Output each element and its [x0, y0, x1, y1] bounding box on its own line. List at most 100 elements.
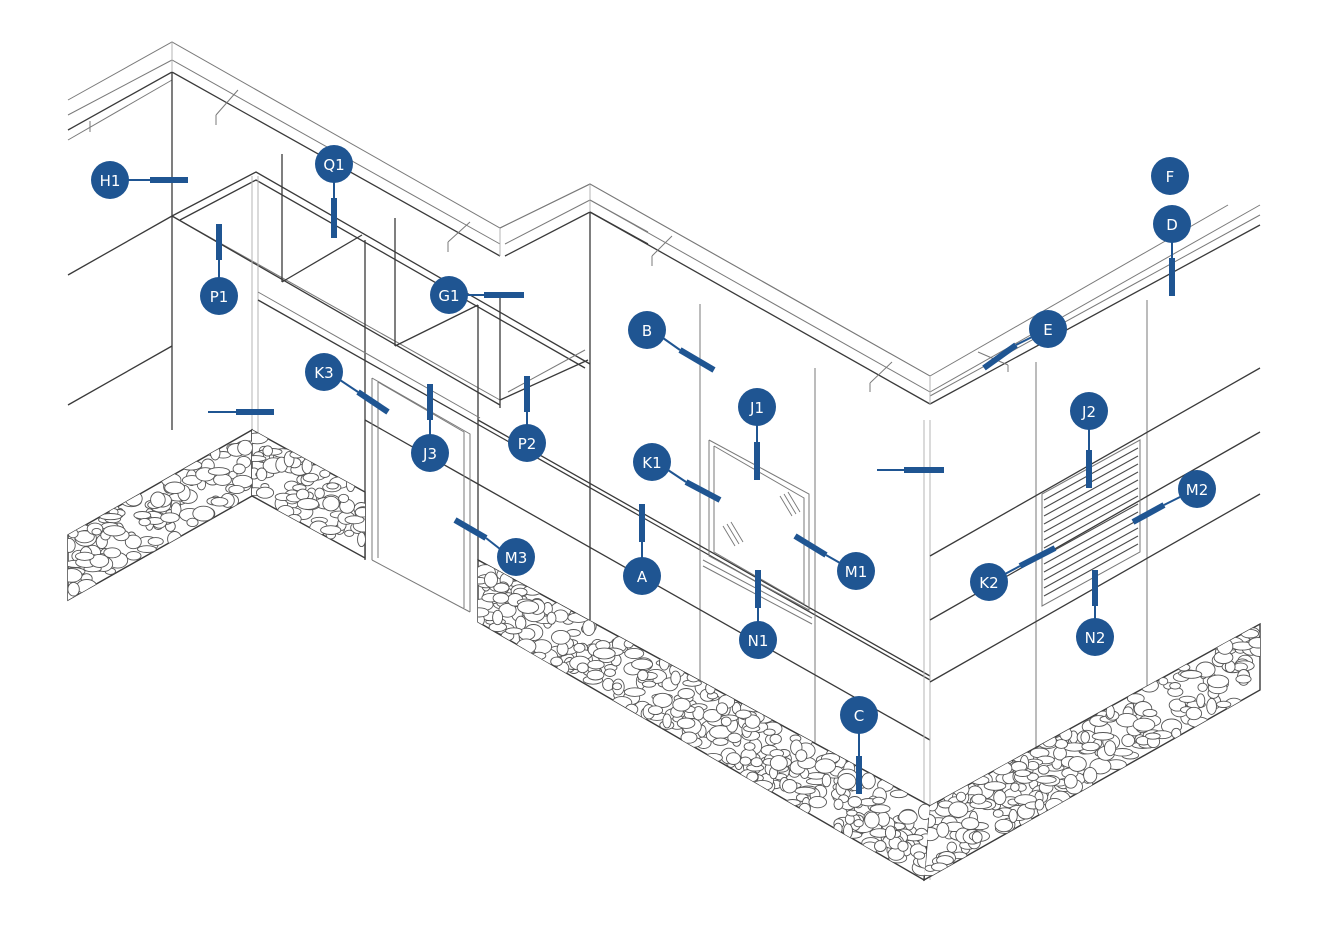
- stone: [1196, 693, 1206, 708]
- stone: [992, 809, 1004, 818]
- callout-badge[interactable]: [738, 388, 776, 426]
- stone: [326, 482, 339, 490]
- callout-badge[interactable]: [508, 424, 546, 462]
- callout-m3[interactable]: M3: [453, 517, 535, 576]
- stone: [1037, 764, 1050, 775]
- callout-g1[interactable]: G1: [430, 276, 524, 314]
- stone: [726, 752, 741, 765]
- callout-k2[interactable]: K2: [970, 545, 1057, 601]
- stone: [1178, 695, 1196, 703]
- callout-label: J3: [422, 445, 437, 463]
- callout-q1[interactable]: Q1: [315, 145, 353, 238]
- callout-badge[interactable]: [840, 696, 878, 734]
- callout-d[interactable]: D: [1153, 205, 1191, 296]
- callout-j2[interactable]: J2: [1070, 392, 1108, 488]
- callout-label: P1: [210, 288, 229, 306]
- stone: [314, 487, 325, 499]
- callout-badge[interactable]: [739, 621, 777, 659]
- callout-h1[interactable]: H1: [91, 161, 188, 199]
- stone: [1206, 697, 1217, 715]
- stone: [1180, 670, 1203, 679]
- stone: [1068, 756, 1087, 772]
- callout-badge[interactable]: [497, 538, 535, 576]
- stone: [319, 469, 331, 478]
- stone: [232, 463, 246, 475]
- callout-badge[interactable]: [633, 443, 671, 481]
- callout-badge[interactable]: [1178, 470, 1216, 508]
- stone: [76, 579, 98, 595]
- callout-leader-line: [1004, 565, 1021, 575]
- callout-badge[interactable]: [970, 563, 1008, 601]
- stone: [1235, 674, 1252, 684]
- callout-badge[interactable]: [1151, 157, 1189, 195]
- stone: [1054, 739, 1069, 749]
- callout-j3[interactable]: J3: [411, 384, 449, 472]
- callout-f[interactable]: F: [1151, 157, 1189, 195]
- callout-badge[interactable]: [1076, 618, 1114, 656]
- stone: [763, 728, 776, 736]
- callout-e[interactable]: E: [982, 310, 1067, 371]
- callout-badge[interactable]: [411, 434, 449, 472]
- stone: [1080, 731, 1090, 744]
- callout-a[interactable]: A: [623, 504, 661, 595]
- callout-p2[interactable]: P2: [508, 376, 546, 462]
- stone: [624, 703, 639, 716]
- callout-b[interactable]: B: [628, 311, 716, 373]
- stone: [1105, 704, 1115, 719]
- callout-k3[interactable]: K3: [305, 353, 390, 415]
- callout-leader-line: [485, 537, 501, 550]
- stone: [68, 537, 76, 553]
- stone: [983, 781, 1007, 791]
- stone: [702, 709, 722, 723]
- stone: [91, 527, 102, 536]
- stone: [918, 803, 930, 821]
- callout-badge[interactable]: [315, 145, 353, 183]
- stone: [592, 647, 616, 660]
- stone: [652, 692, 673, 708]
- stone: [89, 553, 110, 568]
- callout-leader-line: [1015, 336, 1033, 346]
- left-parapet: [67, 41, 1261, 405]
- callout-badge[interactable]: [628, 311, 666, 349]
- stone: [680, 731, 698, 744]
- stone: [164, 481, 186, 495]
- callout-j1[interactable]: J1: [738, 388, 776, 480]
- callout-badge[interactable]: [430, 276, 468, 314]
- callout-badge[interactable]: [91, 161, 129, 199]
- callout-n1[interactable]: N1: [739, 570, 777, 659]
- callout-badge[interactable]: [305, 353, 343, 391]
- stone: [641, 680, 657, 688]
- callout-m1[interactable]: M1: [793, 533, 875, 590]
- stone: [1008, 808, 1018, 823]
- stone: [1158, 677, 1169, 686]
- stone: [357, 531, 365, 548]
- stone: [492, 592, 510, 604]
- callout-c[interactable]: C: [840, 696, 878, 794]
- callout-label: N1: [748, 632, 769, 650]
- callout-n2[interactable]: N2: [1076, 570, 1114, 656]
- stone: [1059, 727, 1073, 741]
- stone: [68, 581, 80, 597]
- stone: [1169, 682, 1181, 690]
- callout-badge[interactable]: [200, 277, 238, 315]
- stone: [213, 473, 232, 486]
- stone: [889, 789, 908, 799]
- stone: [993, 789, 1007, 806]
- callout-p1[interactable]: P1: [200, 224, 238, 315]
- stone: [746, 771, 759, 783]
- callout-badge[interactable]: [1029, 310, 1067, 348]
- callout-label: D: [1166, 216, 1178, 234]
- callout-badge[interactable]: [1070, 392, 1108, 430]
- stone: [884, 825, 897, 840]
- callout-k1[interactable]: K1: [633, 443, 722, 503]
- stone: [186, 517, 199, 528]
- stone: [1171, 727, 1182, 739]
- callout-label: M1: [845, 563, 868, 581]
- callout-m2[interactable]: M2: [1131, 470, 1216, 525]
- callout-badge[interactable]: [623, 557, 661, 595]
- stone: [133, 511, 152, 520]
- stone: [846, 809, 858, 817]
- callout-badge[interactable]: [837, 552, 875, 590]
- stone: [727, 732, 742, 744]
- callout-badge[interactable]: [1153, 205, 1191, 243]
